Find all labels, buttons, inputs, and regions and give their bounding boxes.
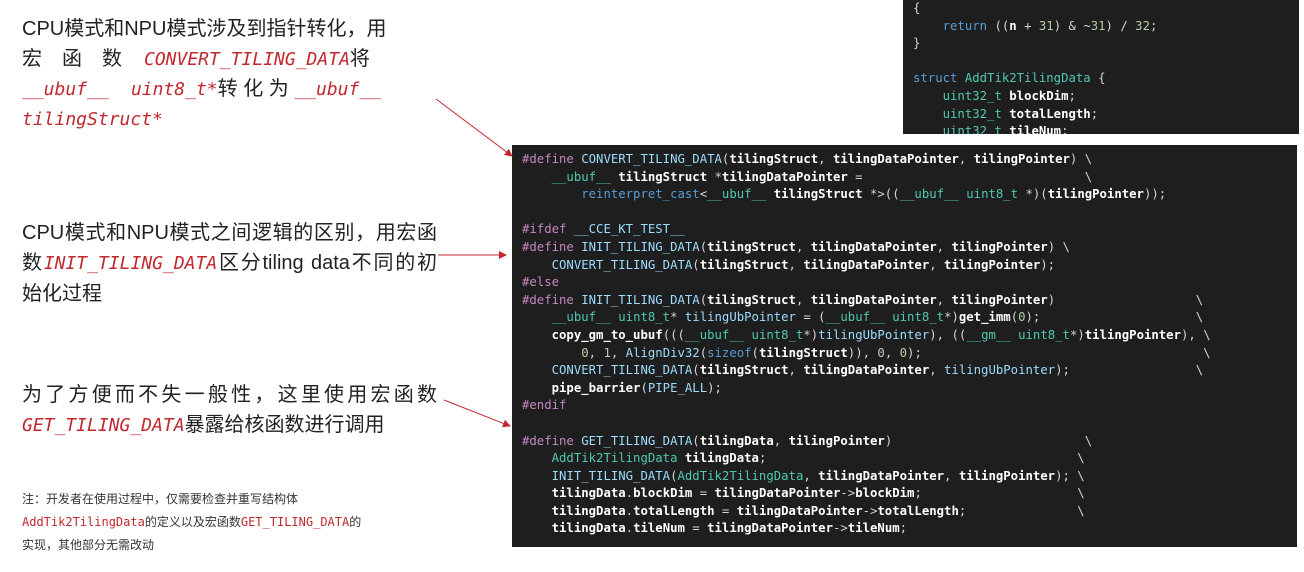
- struct-name: AddTik2TilingData: [22, 515, 145, 529]
- code-line: tilingData.blockDim = tilingDataPointer-…: [551, 486, 1085, 501]
- paragraph-text: 区分tiling data不同的初始化过程: [22, 252, 437, 305]
- code-line: pipe_barrier(PIPE_ALL);: [551, 380, 722, 395]
- code-line: #define CONVERT_TILING_DATA(tilingStruct…: [522, 152, 1093, 166]
- code-block-macros: #define CONVERT_TILING_DATA(tilingStruct…: [512, 145, 1297, 547]
- paragraph-init-difference: CPU模式和NPU模式之间逻辑的区别，用宏函数INIT_TILING_DATA区…: [22, 218, 437, 309]
- note-text: 的: [349, 515, 362, 529]
- paragraph-line: CPU模式和NPU模式涉及到指针转化，用: [22, 18, 387, 40]
- code-line: #define GET_TILING_DATA(tilingData, tili…: [522, 433, 1093, 448]
- note-text: 的定义以及宏函数: [144, 515, 241, 529]
- code-line: [522, 415, 1297, 433]
- code-line: uint32_t blockDim;: [942, 88, 1076, 103]
- paragraph-text: 宏 函 数: [22, 48, 122, 70]
- code-line: 0, 1, AlignDiv32(sizeof(tilingStruct)), …: [581, 345, 1211, 360]
- paragraph-pointer-conversion: CPU模式和NPU模式涉及到指针转化，用 宏 函 数 CONVERT_TILING…: [22, 14, 434, 134]
- code-line: tilingData.totalLength = tilingDataPoint…: [551, 503, 1085, 518]
- type-name: __ubuf__: [294, 79, 382, 100]
- code-line: return ((n + 31) & ~31) / 32;: [942, 18, 1158, 33]
- code-line: CONVERT_TILING_DATA(tilingStruct, tiling…: [551, 257, 1056, 272]
- code-line: __ubuf__ tilingStruct *tilingDataPointer…: [551, 169, 1093, 184]
- code-line: AddTik2TilingData tilingData; \: [551, 451, 1085, 466]
- arrow-3: [443, 399, 511, 428]
- code-line: #endif: [522, 398, 567, 413]
- type-name: tilingStruct*: [22, 109, 163, 130]
- type-name: uint8_t*: [130, 79, 218, 100]
- macro-name: INIT_TILING_DATA: [43, 253, 218, 274]
- code-line: #else: [522, 275, 560, 290]
- note-text: 注：开发者在使用过程中，仅需要检查并重写结构体: [22, 492, 299, 506]
- type-name: __ubuf__: [22, 79, 109, 100]
- code-line: [913, 53, 1299, 71]
- macro-name: GET_TILING_DATA: [240, 515, 350, 529]
- code-line: INIT_TILING_DATA(AddTik2TilingData, tili…: [551, 468, 1085, 483]
- paragraph-text: 为了方便而不失一般性，这里使用宏函数: [22, 384, 437, 406]
- code-line: #define INIT_TILING_DATA(tilingStruct, t…: [522, 292, 1204, 307]
- paragraph-text: 将: [349, 48, 370, 70]
- code-line: {: [913, 1, 921, 15]
- paragraph-text: 暴露给核函数进行调用: [184, 414, 385, 436]
- code-line: reinterpret_cast<__ubuf__ tilingStruct *…: [581, 187, 1167, 202]
- code-line: tilingData.tileNum = tilingDataPointer->…: [551, 521, 908, 536]
- note-text: 实现，其他部分无需改动: [22, 538, 155, 552]
- macro-name: GET_TILING_DATA: [22, 415, 185, 436]
- code-block-struct: { return ((n + 31) & ~31) / 32;} struct …: [903, 0, 1299, 134]
- code-line: __ubuf__ uint8_t* tilingUbPointer = (__u…: [551, 310, 1204, 325]
- arrow-1: [435, 98, 513, 157]
- macro-name: CONVERT_TILING_DATA: [144, 49, 350, 70]
- code-line: #define INIT_TILING_DATA(tilingStruct, t…: [522, 239, 1070, 254]
- developer-note: 注：开发者在使用过程中，仅需要检查并重写结构体 AddTik2TilingData…: [22, 488, 434, 557]
- code-line: uint32_t tileNum;: [942, 124, 1069, 134]
- paragraph-text: CPU模式和NPU模式之间逻辑的区别，用宏函数: [22, 222, 437, 274]
- code-line: uint32_t totalLength;: [942, 106, 1099, 121]
- code-line: }: [913, 36, 921, 51]
- code-line: #ifdef __CCE_KT_TEST__: [522, 222, 685, 237]
- code-line: struct AddTik2TilingData {: [913, 71, 1106, 86]
- code-line: copy_gm_to_ubuf(((__ubuf__ uint8_t*)tili…: [551, 327, 1211, 342]
- code-line: CONVERT_TILING_DATA(tilingStruct, tiling…: [551, 363, 1204, 378]
- paragraph-get-tiling: 为了方便而不失一般性，这里使用宏函数 GET_TILING_DATA暴露给核函数进…: [22, 380, 437, 441]
- paragraph-text: 转 化 为: [217, 78, 289, 100]
- code-line: [522, 204, 1297, 222]
